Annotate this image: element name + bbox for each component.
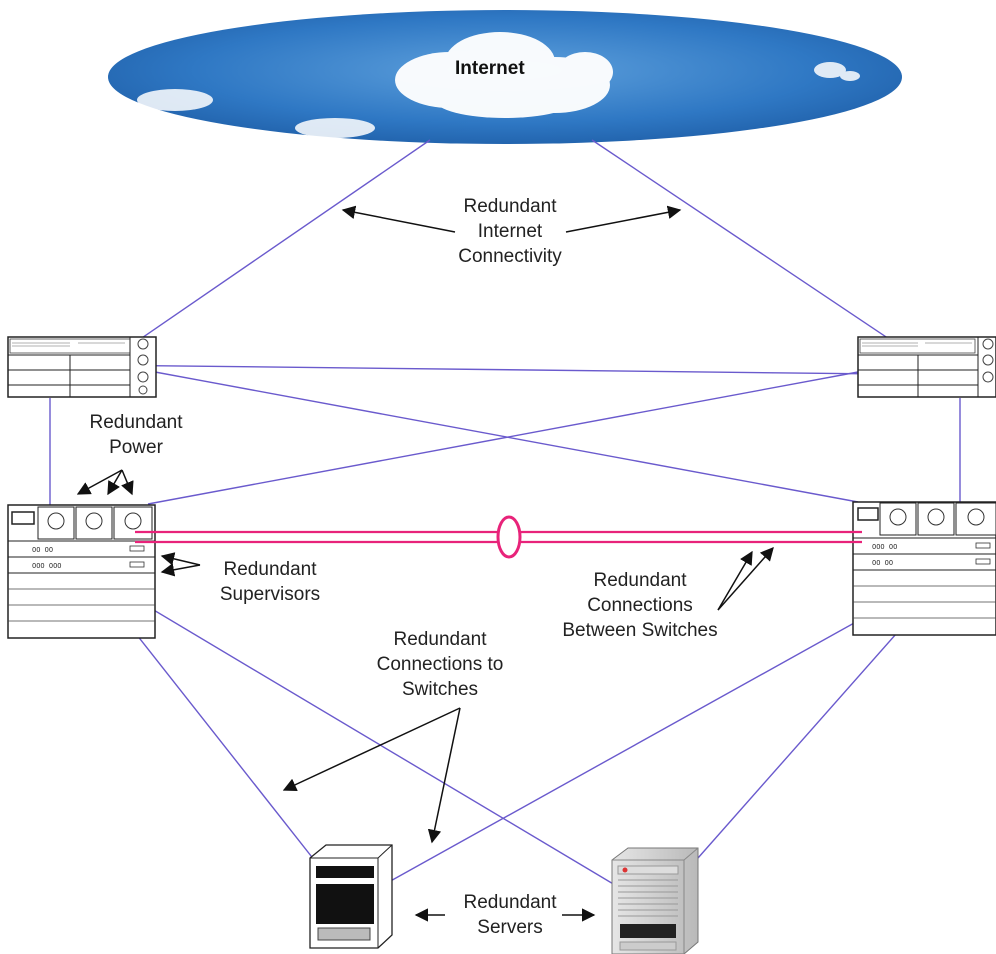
arrow-between-switches-1 [717, 550, 753, 611]
router-left [7, 336, 157, 398]
arrow-conn-switches-left [282, 707, 461, 791]
server-left [309, 844, 393, 949]
label-redundant-power: Redundant Power [89, 412, 183, 458]
label-redundant-connections-to-switches: Redundant Connections to Switches [376, 629, 504, 700]
arrow-internet-right [565, 205, 682, 233]
link-router-left-router-right [91, 364, 969, 376]
arrow-conn-switches-down [427, 707, 461, 844]
label-redundant-servers: Redundant Servers [463, 892, 557, 938]
arrow-internet-left [341, 205, 456, 233]
server-right [611, 847, 699, 954]
annotation-arrows [76, 205, 774, 922]
svg-text:OOO OOO: OOO OOO [32, 562, 62, 570]
arrow-power-2 [107, 469, 123, 496]
port-channel-ring [496, 515, 522, 559]
link-switch-left-server-right [99, 577, 621, 889]
arrow-power-3 [121, 469, 134, 496]
arrow-power-1 [76, 469, 123, 495]
arrow-between-switches-2 [717, 546, 774, 611]
link-internet-router-right [591, 139, 929, 366]
switch-left: OO OO OOO OOO [7, 504, 156, 639]
svg-text:OOO OO: OOO OO [872, 543, 897, 551]
link-internet-router-left [87, 139, 431, 376]
switch-right: OOO OO OO OO [852, 501, 996, 636]
link-switch-right-server-left [377, 577, 936, 889]
link-router-right-switch-left [147, 371, 859, 505]
cloud-puff-small [137, 62, 860, 138]
internet-cloud [108, 10, 902, 144]
svg-text:OO OO: OO OO [32, 546, 53, 554]
switch-interconnect [135, 515, 862, 559]
router-right [857, 336, 996, 398]
label-redundant-internet-connectivity: Redundant Internet Connectivity [458, 196, 562, 267]
cloud-puff-main [395, 32, 613, 118]
network-links [49, 139, 969, 889]
svg-text:OO OO: OO OO [872, 559, 893, 567]
label-redundant-connections-between-switches: Redundant Connections Between Switches [562, 570, 718, 641]
label-redundant-supervisors: Redundant Supervisors [219, 559, 321, 605]
internet-label: Internet [455, 58, 525, 79]
arrow-supervisor-1 [160, 552, 201, 566]
arrow-supervisor-2 [160, 563, 201, 577]
